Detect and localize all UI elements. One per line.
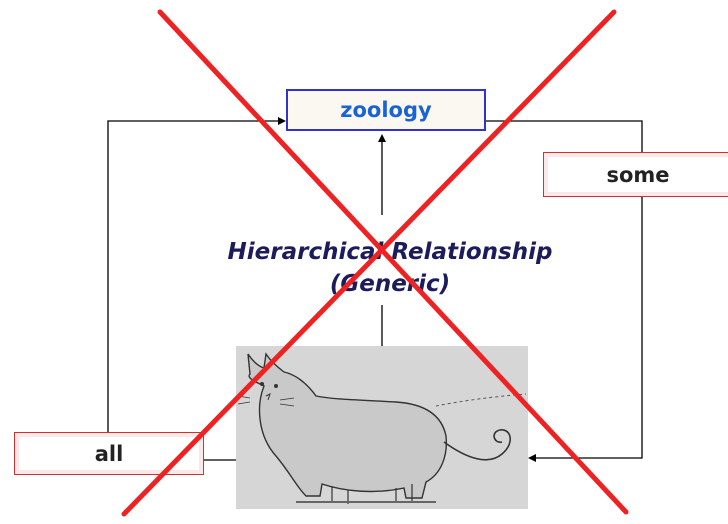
zoology-term-box: zoology [286,89,486,131]
all-term-label: all [94,441,124,466]
some-term-label: some [606,162,670,187]
relationship-subtitle: (Generic) [329,271,451,297]
relationship-label: Hierarchical Relationship (Generic) [180,236,600,300]
zoology-term-label: zoology [340,98,432,122]
cat-icon [237,352,527,504]
all-term-box: all [14,432,204,475]
cat-illustration [236,346,528,509]
relationship-title: Hierarchical Relationship [227,239,553,265]
some-term-box: some [543,152,728,197]
